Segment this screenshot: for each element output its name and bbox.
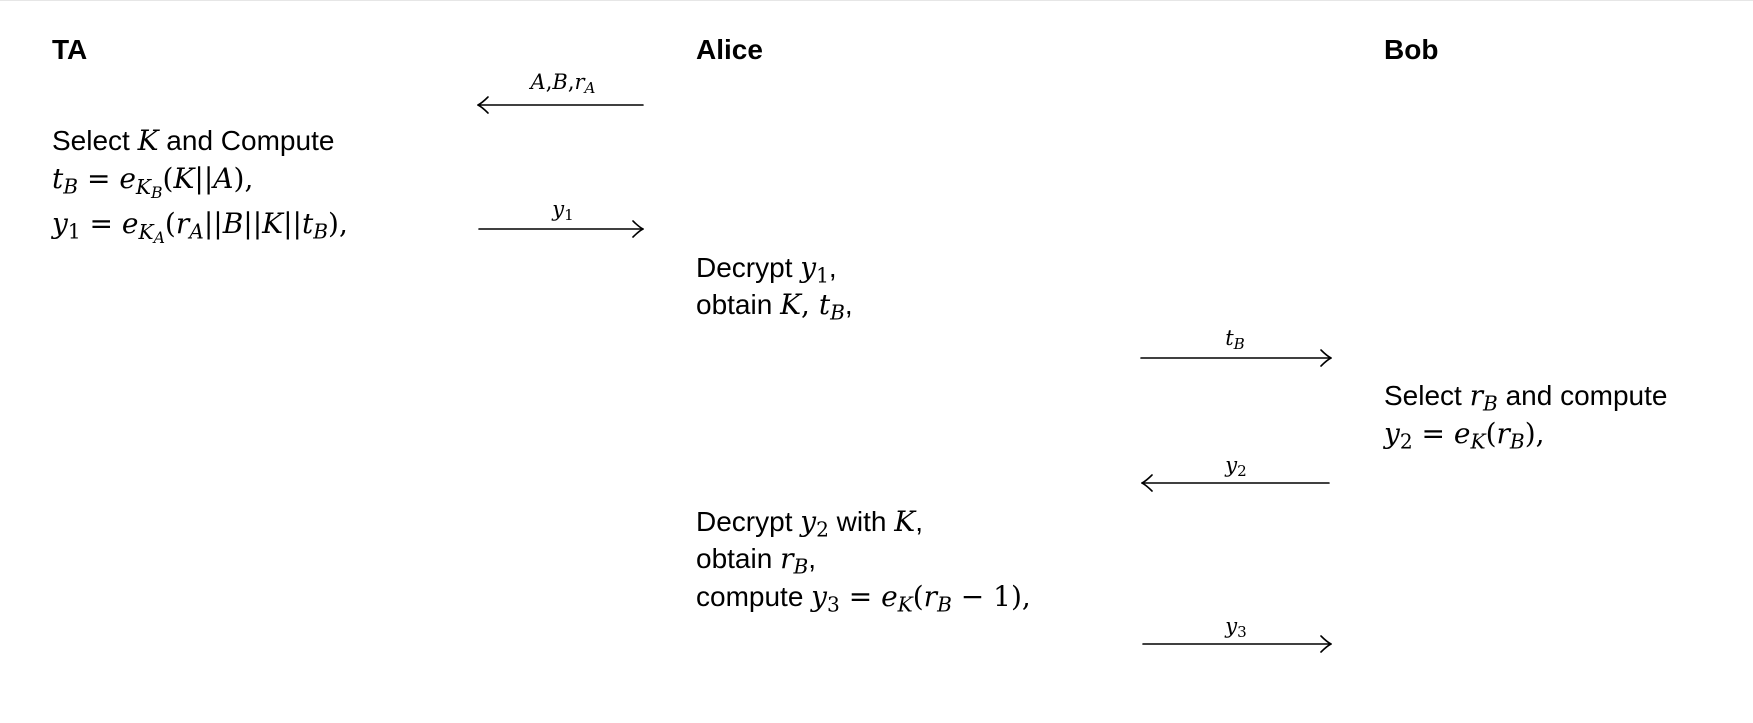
ta-header: TA	[52, 34, 88, 65]
alice-step-obtain-rb: obtain rB,	[696, 542, 817, 579]
msg-label-2: y1	[552, 197, 574, 224]
msg-label-1: A,B,rA	[530, 70, 596, 97]
bob-step-compute-y2: y2 = eK(rB),	[1384, 417, 1545, 454]
alice-header: Alice	[696, 34, 763, 65]
ta-step-select: Select K and Compute	[52, 124, 335, 157]
arrow-bob-to-alice	[1141, 474, 1330, 492]
arrow-alice-to-bob-tb	[1140, 349, 1332, 367]
bob-step-select: Select rB and compute	[1384, 379, 1668, 416]
top-border	[0, 0, 1753, 1]
msg-label-3: tB	[1225, 326, 1245, 353]
bob-header: Bob	[1384, 34, 1439, 65]
alice-step-decrypt-y2: Decrypt y2 with K,	[696, 505, 923, 542]
msg-label-4: y2	[1225, 453, 1247, 480]
msg-label-5: y3	[1225, 614, 1247, 641]
arrow-ta-to-alice	[478, 220, 644, 238]
alice-step-compute-y3: compute y3 = eK(rB − 1),	[696, 580, 1031, 617]
ta-step-compute-y1: y1 = eKA(rA||B||K||tB),	[52, 207, 348, 247]
arrow-alice-to-ta	[477, 96, 644, 114]
ta-step-compute-tb: tB = eKB(K||A),	[52, 162, 254, 202]
alice-step-decrypt-y1: Decrypt y1,	[696, 251, 837, 288]
arrow-alice-to-bob-y3	[1142, 635, 1332, 653]
alice-step-obtain-k-tb: obtain K, tB,	[696, 288, 853, 325]
